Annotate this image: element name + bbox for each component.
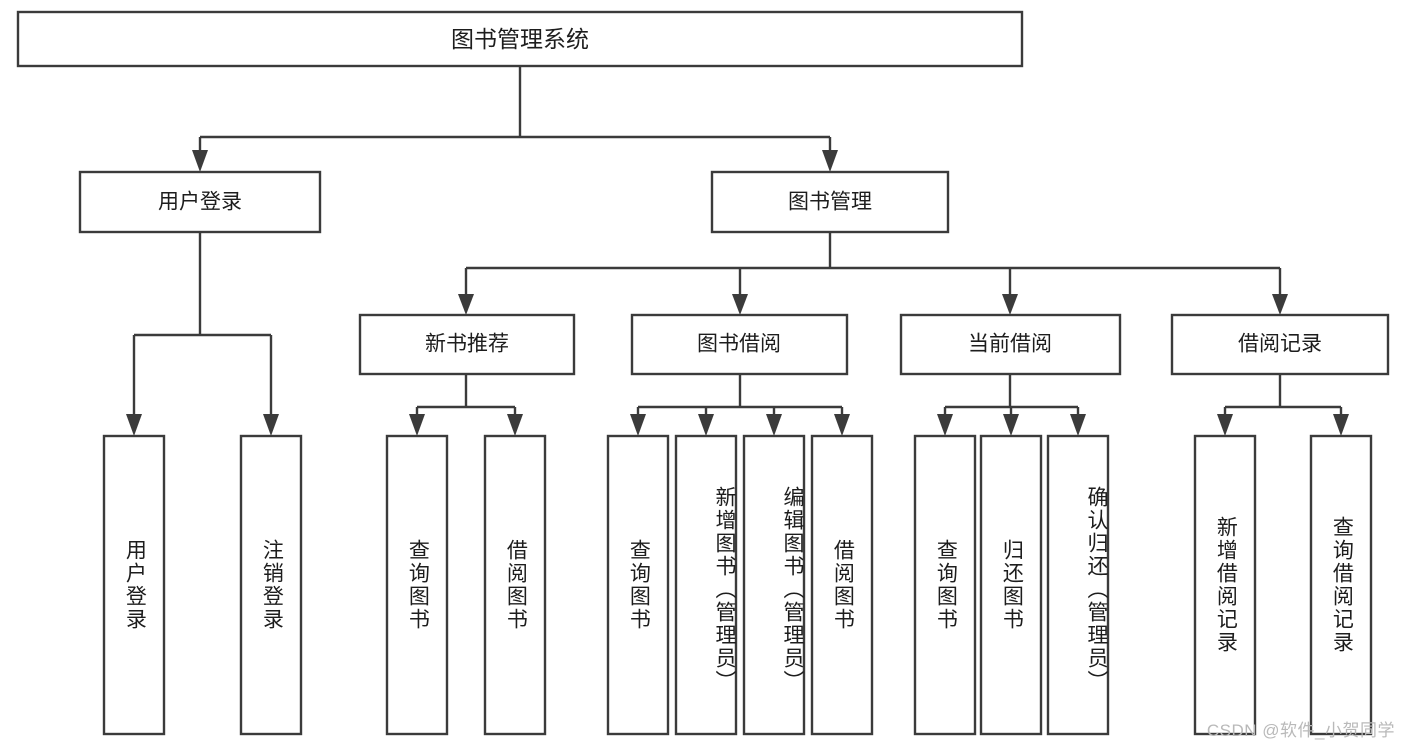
node-user-login-box[interactable] — [78, 170, 322, 234]
arrowhead-current-borrow — [1002, 294, 1018, 315]
leaf-box-book-borrow-3[interactable] — [742, 434, 806, 736]
node-book-manage-label: 图书管理 — [788, 191, 872, 214]
leaf-box-new-book-1[interactable] — [385, 434, 449, 736]
node-borrow-record[interactable]: 借阅记录 — [1170, 313, 1390, 376]
arrowhead-borrow-record-leaf1 — [1217, 414, 1233, 436]
node-book-borrow[interactable]: 图书借阅 — [630, 313, 849, 376]
leaf-box-borrow-record-2[interactable] — [1309, 434, 1373, 736]
leaf-box-current-borrow-3[interactable] — [1046, 434, 1110, 736]
leaf-box-current-borrow-1[interactable] — [913, 434, 977, 736]
arrowhead-book-borrow-leaf1 — [630, 414, 646, 436]
node-current-borrow[interactable]: 当前借阅 — [899, 313, 1122, 376]
leaf-box-user-login-1[interactable] — [102, 434, 166, 736]
arrowhead-user-login-leaf1 — [126, 414, 142, 436]
node-book-manage-box[interactable] — [710, 170, 950, 234]
leaf-boxes — [102, 434, 1373, 736]
node-book-borrow-box[interactable] — [630, 313, 849, 376]
arrowhead-book-borrow-leaf3 — [766, 414, 782, 436]
leaf-box-user-login-2[interactable] — [239, 434, 303, 736]
node-root-label: 图书管理系统 — [451, 26, 589, 52]
arrowhead-current-borrow-leaf1 — [937, 414, 953, 436]
watermark-text: CSDN @软件_小贺同学 — [1206, 721, 1395, 740]
leaf-box-new-book-2[interactable] — [483, 434, 547, 736]
leaf-box-current-borrow-2[interactable] — [979, 434, 1043, 736]
arrowhead-borrow-record-leaf2 — [1333, 414, 1349, 436]
leaf-box-book-borrow-2[interactable] — [674, 434, 738, 736]
arrowhead-book-manage — [822, 150, 838, 172]
leaf-box-book-borrow-4[interactable] — [810, 434, 874, 736]
node-book-borrow-label: 图书借阅 — [697, 333, 781, 356]
node-new-book-recommend[interactable]: 新书推荐 — [358, 313, 576, 376]
node-current-borrow-label: 当前借阅 — [968, 333, 1052, 356]
leaf-box-book-borrow-1[interactable] — [606, 434, 670, 736]
node-new-book-recommend-label: 新书推荐 — [425, 333, 509, 356]
arrowhead-user-login — [192, 150, 208, 172]
node-current-borrow-box[interactable] — [899, 313, 1122, 376]
arrowhead-borrow-record — [1272, 294, 1288, 315]
arrowhead-new-book-leaf1 — [409, 414, 425, 436]
node-borrow-record-label: 借阅记录 — [1238, 333, 1322, 356]
connectors — [126, 66, 1349, 436]
arrowhead-user-login-leaf2 — [263, 414, 279, 436]
node-new-book-recommend-box[interactable] — [358, 313, 576, 376]
node-borrow-record-box[interactable] — [1170, 313, 1390, 376]
node-user-login[interactable]: 用户登录 — [78, 170, 322, 234]
node-root[interactable]: 图书管理系统 — [16, 10, 1024, 68]
arrowhead-book-borrow-leaf2 — [698, 414, 714, 436]
arrowhead-current-borrow-leaf3 — [1070, 414, 1086, 436]
node-root-box[interactable] — [16, 10, 1024, 68]
leaf-box-borrow-record-1[interactable] — [1193, 434, 1257, 736]
arrowhead-current-borrow-leaf2 — [1003, 414, 1019, 436]
node-user-login-label: 用户登录 — [158, 191, 242, 214]
arrowhead-book-borrow — [732, 294, 748, 315]
arrowhead-new-book-leaf2 — [507, 414, 523, 436]
node-book-manage[interactable]: 图书管理 — [710, 170, 950, 234]
arrowhead-new-book — [458, 294, 474, 315]
arrowhead-book-borrow-leaf4 — [834, 414, 850, 436]
